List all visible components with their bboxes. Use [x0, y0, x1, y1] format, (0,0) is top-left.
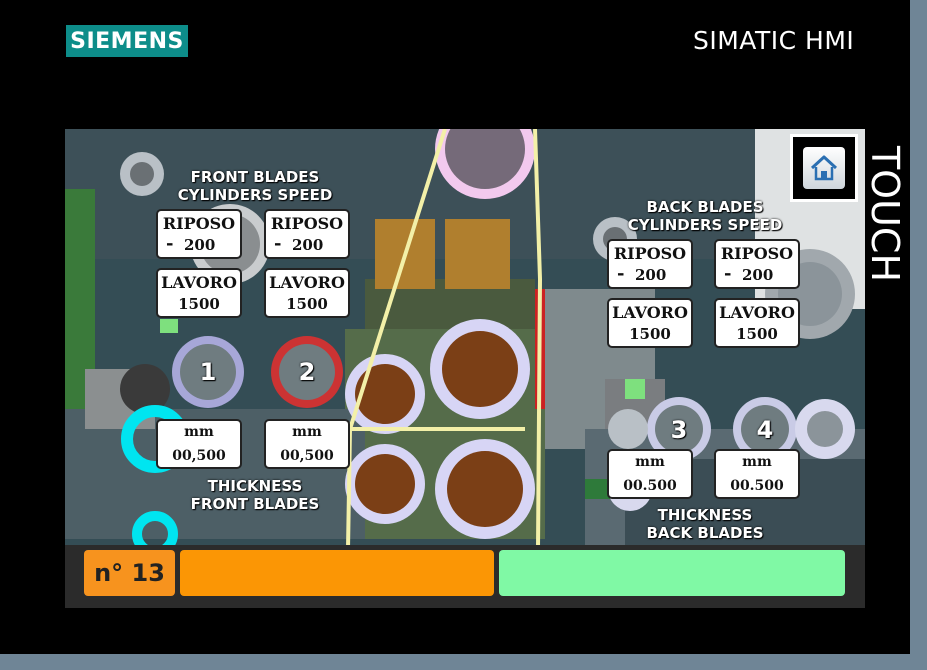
- sign: -: [617, 263, 625, 284]
- back-thickness-line2: BACK BLADES: [646, 524, 764, 542]
- riposo-value: 200: [635, 266, 667, 284]
- cyl3-lavoro-field[interactable]: LAVORO 1500: [607, 298, 693, 348]
- blade-number-4: 4: [756, 416, 774, 444]
- sign: -: [274, 233, 282, 254]
- thickness-value: 00.500: [730, 478, 784, 494]
- panel-title: SIMATIC HMI: [693, 26, 855, 55]
- thickness4-field[interactable]: mm 00.500: [714, 449, 800, 499]
- cyl2-lavoro-field[interactable]: LAVORO 1500: [264, 268, 350, 318]
- riposo-value: 200: [292, 236, 324, 254]
- riposo-value: 200: [742, 266, 774, 284]
- front-title-line2: CYLINDERS SPEED: [177, 186, 333, 204]
- home-icon: [803, 147, 845, 189]
- back-title-line2: CYLINDERS SPEED: [627, 216, 783, 234]
- touch-label: TOUCH: [863, 134, 911, 294]
- lavoro-label: LAVORO: [161, 273, 237, 292]
- lavoro-label: LAVORO: [719, 303, 795, 322]
- cyl3-riposo-field[interactable]: RIPOSO - 200: [607, 239, 693, 289]
- lavoro-label: LAVORO: [612, 303, 688, 322]
- cyl1-riposo-field[interactable]: RIPOSO - 200: [156, 209, 242, 259]
- thickness1-field[interactable]: mm 00,500: [156, 419, 242, 469]
- riposo-value: 200: [184, 236, 216, 254]
- riposo-label: RIPOSO: [613, 244, 687, 263]
- touch-text: TOUCH: [863, 145, 907, 283]
- cyl4-lavoro-field[interactable]: LAVORO 1500: [714, 298, 800, 348]
- thickness-value: 00,500: [172, 448, 226, 464]
- back-thickness-line1: THICKNESS: [657, 506, 753, 524]
- front-thickness-title: THICKNESS FRONT BLADES: [175, 477, 335, 513]
- cyl2-riposo-field[interactable]: RIPOSO - 200: [264, 209, 350, 259]
- siemens-logo: SIEMENS: [66, 25, 188, 57]
- unit-label: mm: [292, 424, 322, 440]
- hmi-screen: FRONT BLADES CYLINDERS SPEED RIPOSO - 20…: [65, 129, 865, 608]
- blade-number-1: 1: [199, 358, 217, 386]
- lavoro-value: 1500: [629, 325, 671, 343]
- sign: -: [724, 263, 732, 284]
- lavoro-value: 1500: [736, 325, 778, 343]
- riposo-label: RIPOSO: [270, 214, 344, 233]
- front-title-line1: FRONT BLADES: [190, 168, 320, 186]
- front-blades-title: FRONT BLADES CYLINDERS SPEED: [170, 168, 340, 204]
- green-status-field: [499, 550, 845, 596]
- thickness-value: 00.500: [623, 478, 677, 494]
- riposo-label: RIPOSO: [720, 244, 794, 263]
- thickness3-field[interactable]: mm 00.500: [607, 449, 693, 499]
- home-button[interactable]: [790, 134, 858, 202]
- riposo-label: RIPOSO: [162, 214, 236, 233]
- front-thickness-line2: FRONT BLADES: [190, 495, 320, 513]
- back-thickness-title: THICKNESS BACK BLADES: [630, 506, 780, 542]
- blade-number-3: 3: [670, 416, 688, 444]
- machine-drawing: [65, 129, 865, 608]
- cyl1-lavoro-field[interactable]: LAVORO 1500: [156, 268, 242, 318]
- thickness2-field[interactable]: mm 00,500: [264, 419, 350, 469]
- back-blades-title: BACK BLADES CYLINDERS SPEED: [620, 198, 790, 234]
- blade-number-2: 2: [298, 358, 316, 386]
- lavoro-label: LAVORO: [269, 273, 345, 292]
- front-thickness-line1: THICKNESS: [207, 477, 303, 495]
- lavoro-value: 1500: [286, 295, 328, 313]
- piece-counter: n° 13: [84, 550, 175, 596]
- unit-label: mm: [635, 454, 665, 470]
- back-title-line1: BACK BLADES: [646, 198, 764, 216]
- unit-label: mm: [184, 424, 214, 440]
- thickness-value: 00,500: [280, 448, 334, 464]
- orange-status-field: [180, 550, 494, 596]
- unit-label: mm: [742, 454, 772, 470]
- sign: -: [166, 233, 174, 254]
- lavoro-value: 1500: [178, 295, 220, 313]
- status-bar: n° 13: [65, 545, 865, 608]
- cyl4-riposo-field[interactable]: RIPOSO - 200: [714, 239, 800, 289]
